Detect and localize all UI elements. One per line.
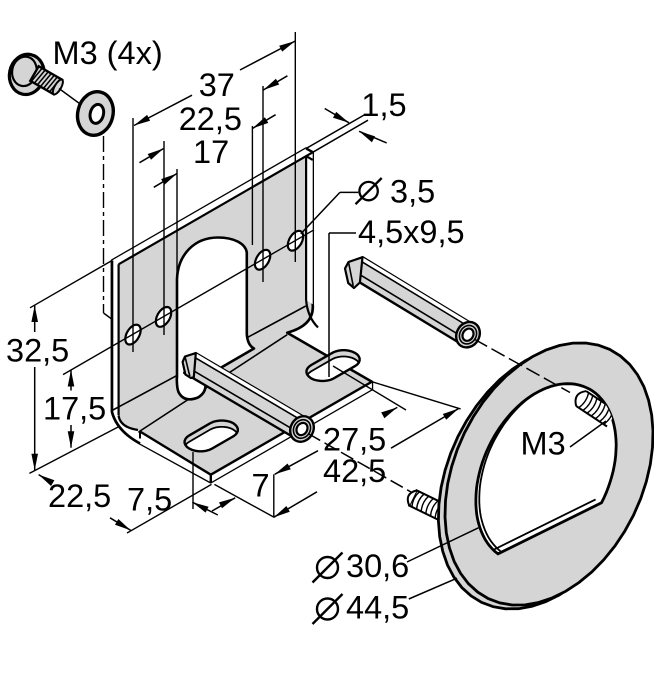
svg-text:1,5: 1,5 [361, 87, 406, 123]
svg-text:27,5: 27,5 [323, 422, 386, 458]
svg-text:M3 (4x): M3 (4x) [53, 35, 163, 71]
svg-text:22,5: 22,5 [179, 101, 242, 137]
svg-text:30,6: 30,6 [346, 548, 409, 584]
svg-text:4,5x9,5: 4,5x9,5 [358, 214, 465, 250]
svg-text:37: 37 [199, 67, 235, 103]
svg-text:7: 7 [252, 468, 270, 504]
svg-text:3,5: 3,5 [390, 173, 435, 209]
svg-text:44,5: 44,5 [346, 590, 409, 626]
svg-text:M3: M3 [521, 426, 566, 462]
svg-text:17: 17 [193, 134, 229, 170]
svg-text:7,5: 7,5 [127, 481, 172, 517]
svg-text:22,5: 22,5 [48, 478, 111, 514]
svg-text:42,5: 42,5 [323, 453, 386, 489]
svg-text:32,5: 32,5 [6, 332, 69, 368]
svg-text:17,5: 17,5 [43, 390, 106, 426]
